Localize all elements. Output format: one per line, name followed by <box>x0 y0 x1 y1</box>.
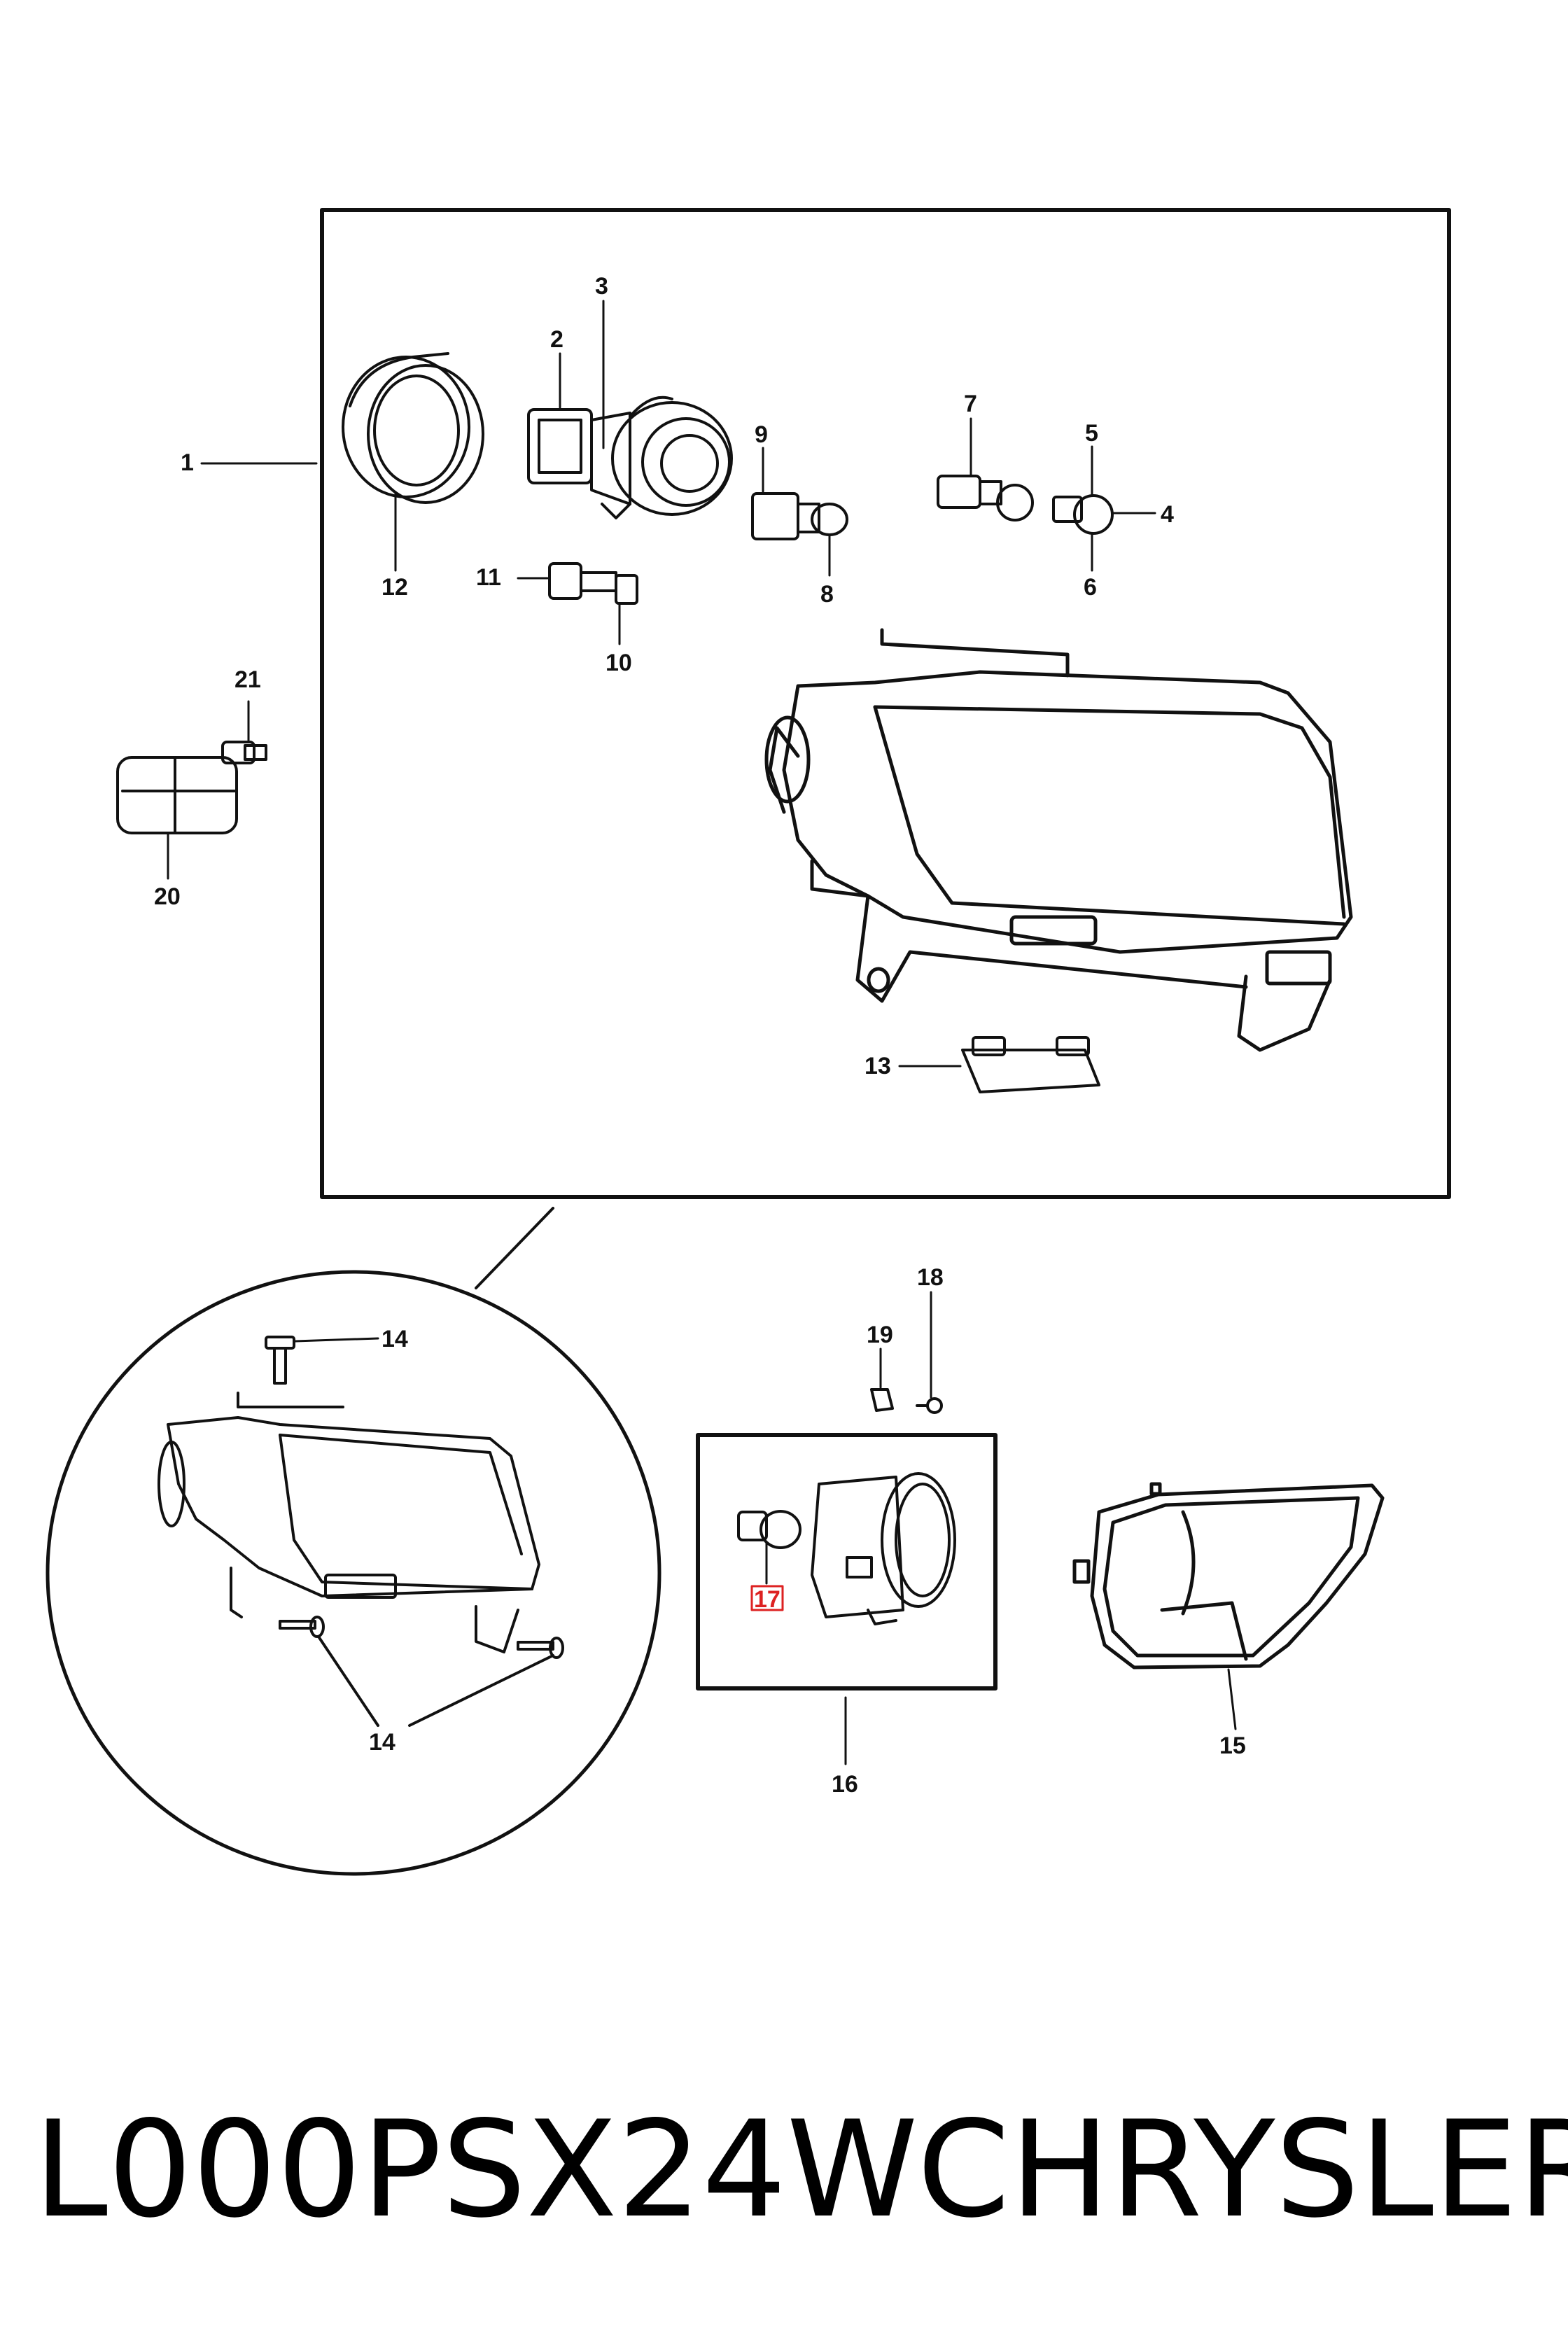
leader-14-left <box>317 1635 379 1727</box>
headlamp-housing <box>764 628 1353 1052</box>
leader-14-top <box>294 1337 379 1343</box>
callout-21: 21 <box>234 666 261 693</box>
fastener-bolt-14-left <box>279 1616 325 1638</box>
headlamp-assembly-frame <box>320 208 1451 1199</box>
leader-14-right <box>408 1654 554 1727</box>
highlight-box-17 <box>750 1585 784 1611</box>
detail-leader <box>475 1207 554 1289</box>
bulb-part-4-5-6 <box>1052 494 1114 535</box>
ballast-part-13 <box>961 1036 1100 1093</box>
callout-19: 19 <box>867 1322 893 1348</box>
fog-lamp-bulb-part-17 <box>737 1510 802 1549</box>
mounting-detail-circle <box>46 1270 662 1876</box>
fastener-bolt-14-top <box>265 1336 295 1385</box>
callout-7: 7 <box>964 391 977 417</box>
callout-8: 8 <box>820 581 834 608</box>
fog-lamp-frame <box>696 1433 997 1690</box>
callout-10: 10 <box>606 650 632 676</box>
part-number-label: L000PSX24W <box>34 2092 918 2247</box>
fog-lamp-body <box>811 1472 956 1625</box>
marker-bulb-part-21 <box>221 741 267 764</box>
callout-1: 1 <box>181 449 194 476</box>
fog-lamp-bezel-part-15 <box>1072 1482 1385 1670</box>
callout-11: 11 <box>476 564 501 591</box>
clip-part-19 <box>870 1388 894 1412</box>
bolt-part-18 <box>916 1397 943 1414</box>
callout-9: 9 <box>755 421 768 448</box>
side-marker-part-20 <box>116 756 238 834</box>
bezel-ring-part <box>342 352 484 504</box>
callout-2: 2 <box>550 326 564 353</box>
detail-headlamp-view <box>158 1392 540 1653</box>
callout-4: 4 <box>1161 501 1174 528</box>
callout-15: 15 <box>1219 1732 1246 1759</box>
callout-18: 18 <box>917 1264 944 1291</box>
callout-3: 3 <box>595 273 608 300</box>
projector-module-part <box>527 396 733 519</box>
callout-16: 16 <box>832 1771 858 1798</box>
callout-20: 20 <box>154 883 181 910</box>
callout-6: 6 <box>1084 574 1097 601</box>
callout-14-bottom: 14 <box>369 1729 396 1756</box>
callout-12: 12 <box>382 574 408 601</box>
fastener-bolt-14-right <box>517 1637 564 1659</box>
socket-bulb-part-10-11 <box>548 562 638 605</box>
callout-14-top: 14 <box>382 1326 408 1352</box>
brand-label: CHRYSLER <box>917 2092 1568 2247</box>
callout-17: 17 <box>754 1586 780 1613</box>
socket-part-7 <box>937 475 1034 522</box>
socket-bulb-part-8-9 <box>751 492 848 540</box>
leader-15 <box>1227 1668 1237 1730</box>
callout-5: 5 <box>1085 420 1098 447</box>
callout-13: 13 <box>864 1053 891 1079</box>
